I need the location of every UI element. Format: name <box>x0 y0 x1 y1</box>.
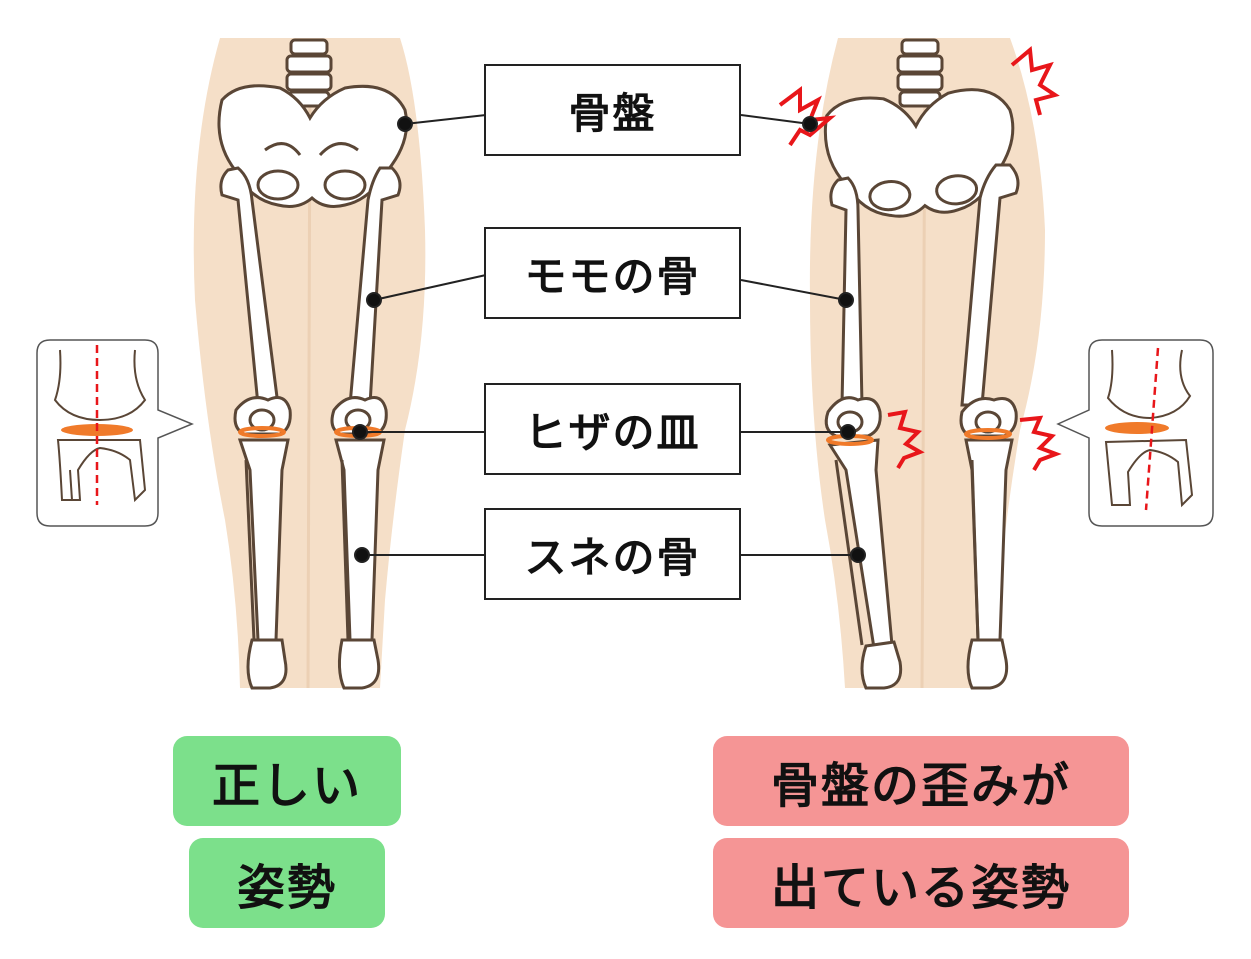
correct-posture-tag-line2: 姿勢 <box>189 838 385 928</box>
correct-posture-skeleton <box>191 36 428 690</box>
distorted-posture-tag-line1: 骨盤の歪みが <box>713 736 1129 826</box>
leader-lines <box>352 114 866 563</box>
correct-posture-tag-line1: 正しい <box>173 736 401 826</box>
distorted-posture-tag-line2: 出ている姿勢 <box>713 838 1129 928</box>
pain-mark-hip-right <box>1010 46 1060 116</box>
left-knee-callout <box>36 339 194 527</box>
label-femur: モモの骨 <box>484 227 741 319</box>
alignment-line-tilted <box>1144 347 1160 511</box>
pain-mark-knee-right <box>1019 415 1062 472</box>
label-pelvis: 骨盤 <box>484 64 741 156</box>
label-shin: スネの骨 <box>484 508 741 600</box>
pain-mark-knee-left <box>887 409 925 470</box>
label-kneecap: ヒザの皿 <box>484 383 741 475</box>
right-knee-callout <box>1056 339 1214 527</box>
distorted-posture-skeleton <box>807 36 1047 690</box>
